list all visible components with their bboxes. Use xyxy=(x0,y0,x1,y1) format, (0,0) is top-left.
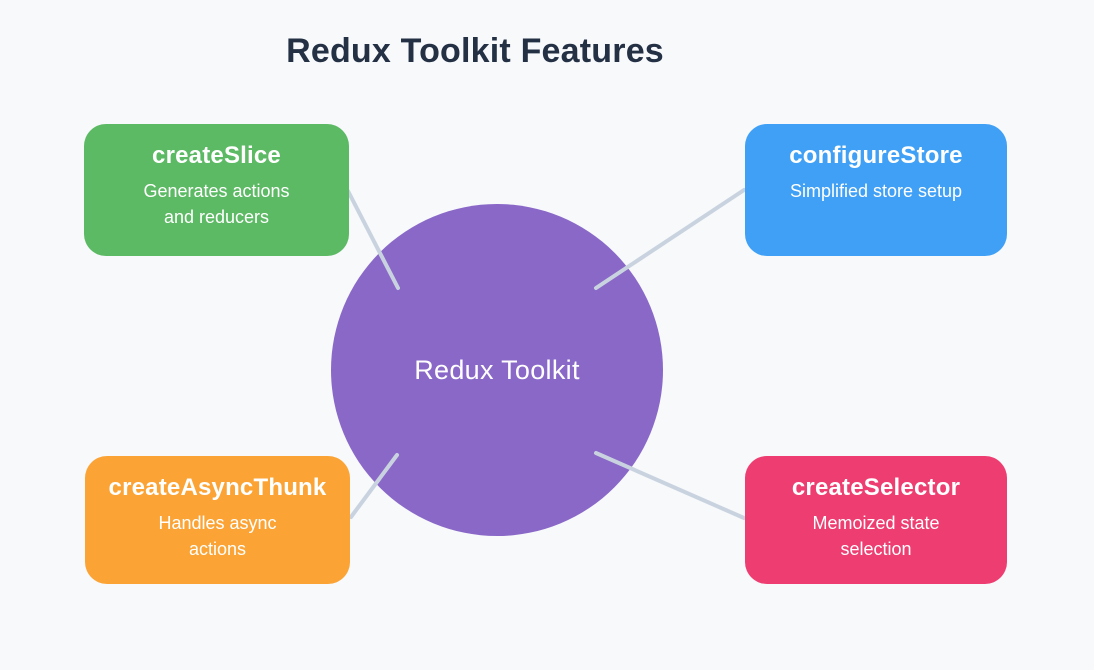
center-node-redux-toolkit: Redux Toolkit xyxy=(331,204,663,536)
page-title: Redux Toolkit Features xyxy=(286,31,664,70)
node-title: configureStore xyxy=(789,142,963,169)
node-description: Generates actions and reducers xyxy=(143,181,290,227)
node-description: Simplified store setup xyxy=(789,181,963,201)
node-description: Memoized state selection xyxy=(812,513,940,559)
node-title: createAsyncThunk xyxy=(108,474,327,501)
node-description: Handles async actions xyxy=(158,513,277,559)
node-title: createSelector xyxy=(791,474,961,501)
node-create-selector: createSelector Memoized state selection xyxy=(745,456,1007,584)
node-create-slice: createSlice Generates actions and reduce… xyxy=(84,124,349,256)
node-configure-store: configureStore Simplified store setup xyxy=(745,124,1007,256)
node-create-async-thunk: createAsyncThunk Handles async actions xyxy=(85,456,350,584)
center-node-label: Redux Toolkit xyxy=(414,354,580,385)
node-title: createSlice xyxy=(152,142,281,169)
